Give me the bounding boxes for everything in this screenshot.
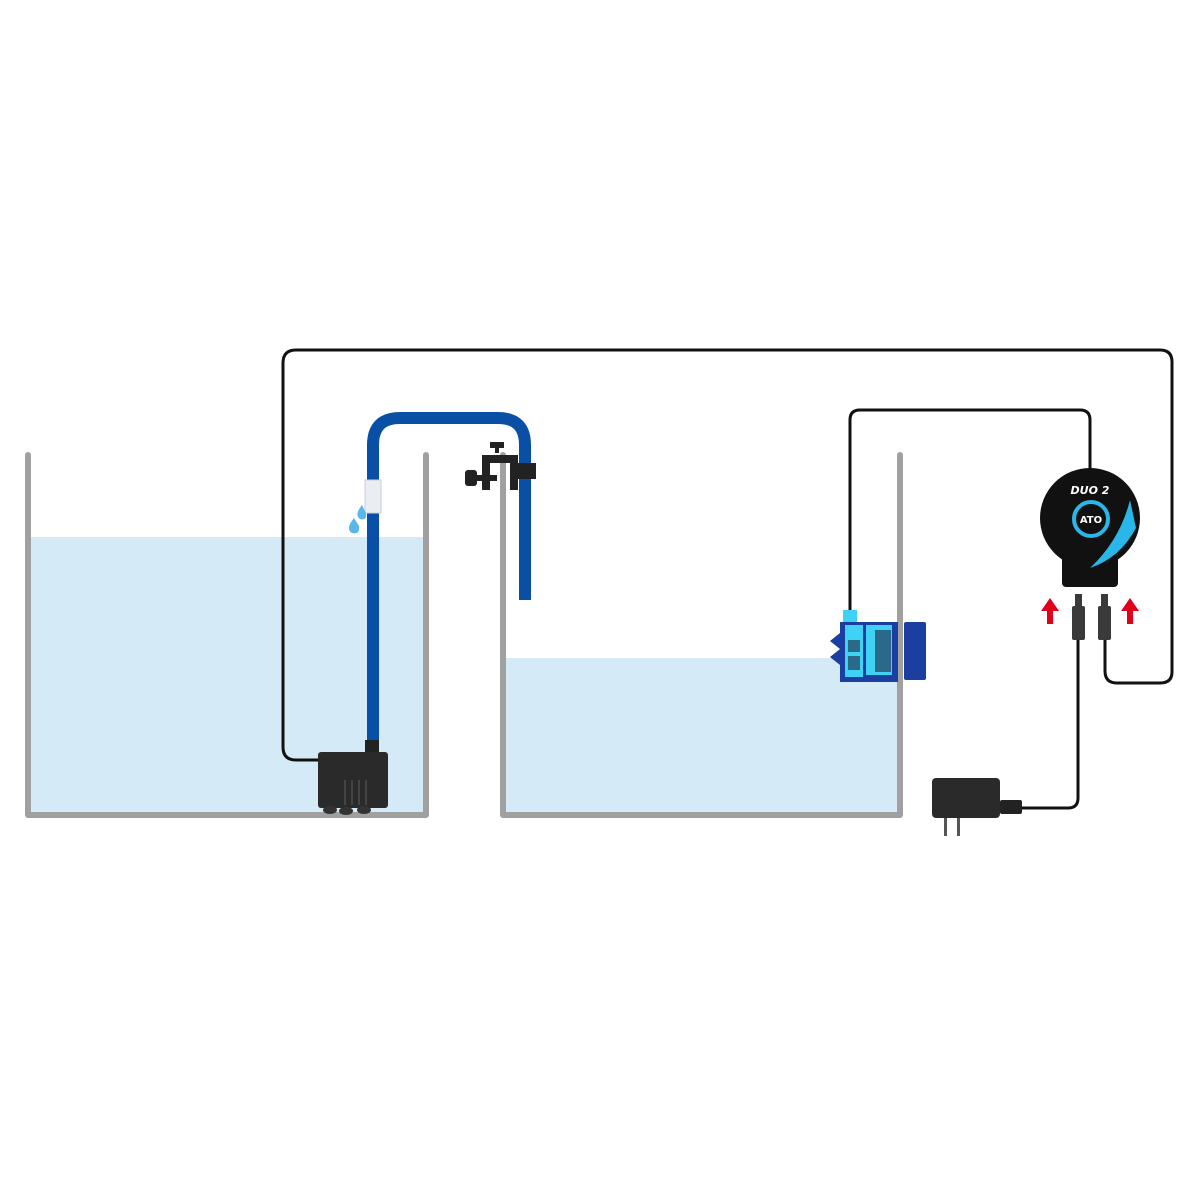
water-level-sensor (830, 610, 926, 682)
right-tank-water (505, 658, 898, 813)
left-tank (25, 452, 429, 818)
tube-connector (364, 479, 382, 514)
right-tank (500, 452, 903, 818)
dc-plug (1072, 594, 1111, 640)
water-drop-icon (357, 505, 367, 520)
submersible-pump (318, 740, 388, 815)
ato-controller: DUO 2 ATO (1040, 468, 1140, 587)
controller-brand-label: DUO 2 (1071, 484, 1110, 497)
adapter-cable (1020, 640, 1080, 810)
arrow-up-icon (1041, 598, 1059, 624)
tube-holder-clamp (465, 442, 536, 490)
pump-power-cable (281, 348, 1174, 762)
arrow-up-icon (1121, 598, 1139, 624)
power-adapter (932, 778, 1022, 836)
sensor-cable (848, 408, 1092, 615)
water-drop-icon (348, 518, 360, 534)
water-tube (367, 412, 531, 745)
ato-button-label[interactable]: ATO (1080, 515, 1102, 526)
